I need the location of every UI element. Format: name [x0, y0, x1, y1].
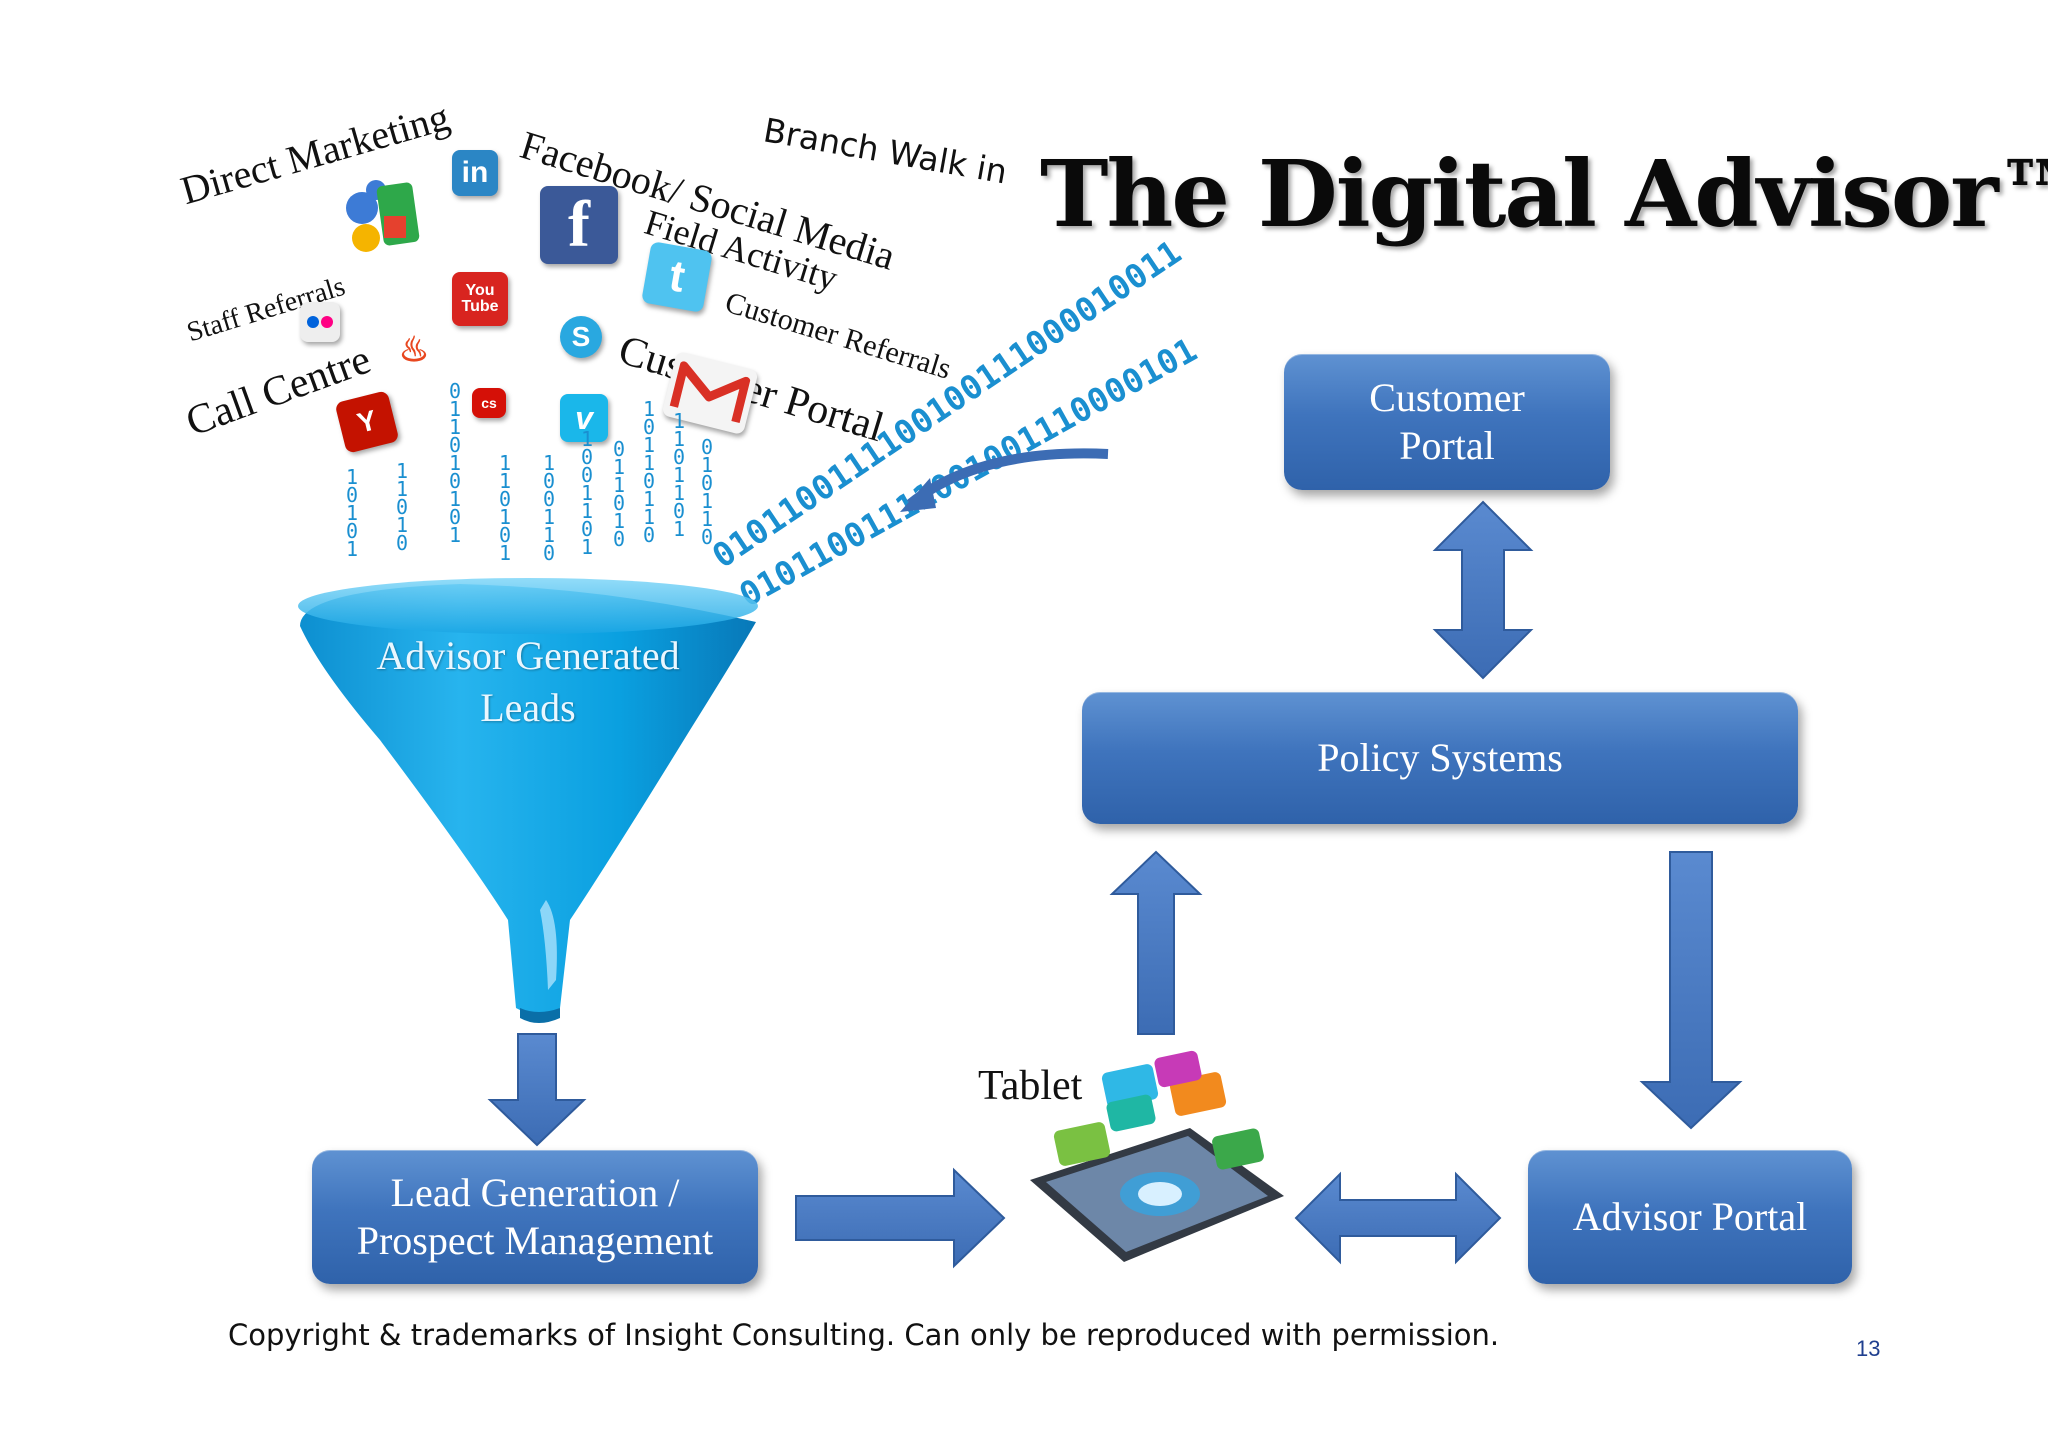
arrow-up-to-policy: [1109, 850, 1203, 1035]
arrow-customer-policy-bidirectional: [1432, 500, 1534, 680]
advisor-portal-label: Advisor Portal: [1572, 1194, 1808, 1239]
arrow-tablet-advisor-bidirectional: [1294, 1171, 1502, 1265]
lead-generation-line1: Lead Generation /: [390, 1170, 680, 1215]
funnel-label: Advisor Generated Leads: [328, 630, 728, 734]
lead-funnel: [298, 578, 758, 1023]
flickr-icon: [300, 302, 340, 342]
linkedin-icon: in: [452, 150, 498, 196]
gmail-icon: [661, 350, 759, 436]
curved-arrow-head: [900, 478, 936, 512]
customer-portal-line2: Portal: [1399, 423, 1495, 468]
advisor-portal-box[interactable]: Advisor Portal: [1528, 1150, 1852, 1284]
vimeo-icon: v: [560, 394, 608, 442]
lead-generation-box[interactable]: Lead Generation / Prospect Management: [312, 1150, 758, 1284]
curved-arrow: [906, 448, 1109, 508]
arrow-down-to-advisor-portal: [1639, 851, 1743, 1130]
copyright-footer: Copyright & trademarks of Insight Consul…: [228, 1318, 1500, 1352]
funnel-label-line1: Advisor Generated: [376, 633, 680, 678]
facebook-icon: f: [540, 186, 618, 264]
arrow-down-to-lead-gen: [487, 1033, 587, 1147]
google-icon: [336, 176, 422, 256]
feedburner-icon: ♨: [398, 331, 430, 369]
skype-icon: S: [560, 316, 602, 358]
policy-systems-box[interactable]: Policy Systems: [1082, 692, 1798, 824]
page-number: 13: [1856, 1336, 1881, 1361]
customer-portal-box[interactable]: Customer Portal: [1284, 354, 1610, 490]
tablet-label: Tablet: [978, 1063, 1083, 1109]
lead-generation-line2: Prospect Management: [356, 1218, 714, 1263]
customer-portal-line1: Customer: [1369, 375, 1525, 420]
funnel-label-line2: Leads: [480, 685, 576, 730]
policy-systems-label: Policy Systems: [1317, 735, 1563, 780]
arrow-right-to-tablet: [795, 1167, 1006, 1269]
tablet-device: [1030, 1050, 1284, 1262]
lastfm-icon: cs: [472, 388, 506, 418]
